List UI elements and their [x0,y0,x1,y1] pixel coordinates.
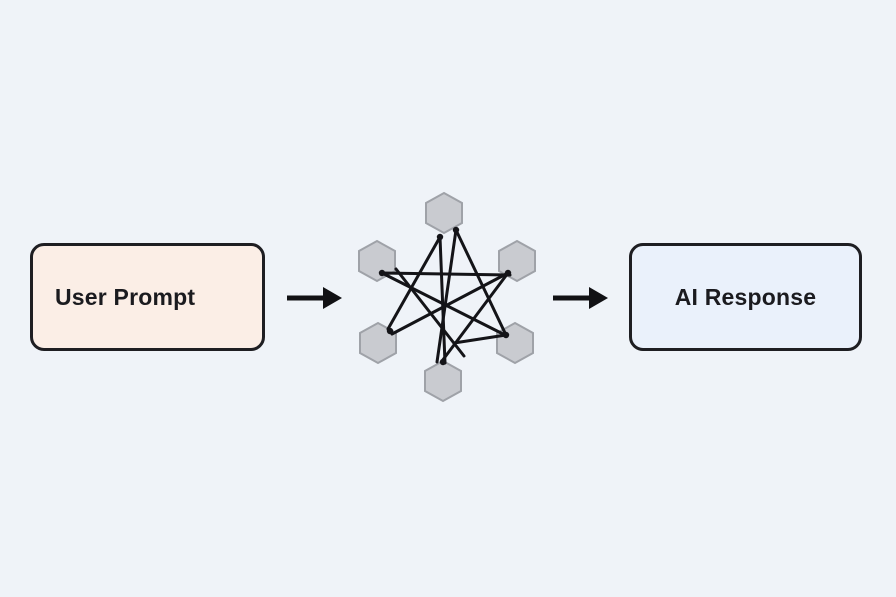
network-connection-points [378,226,512,366]
arrow-right-icon [287,287,342,309]
output-label: AI Response [674,283,817,310]
network-nodes [358,191,536,403]
network-node [424,359,462,403]
network-node [425,191,463,235]
input-node: User Prompt [30,243,265,351]
network-node [358,239,396,283]
input-label: User Prompt [55,283,196,310]
arrow-right-icon [553,287,608,309]
output-node: AI Response [629,243,862,351]
neural-network-icon [358,191,536,403]
network-connections [380,228,512,365]
